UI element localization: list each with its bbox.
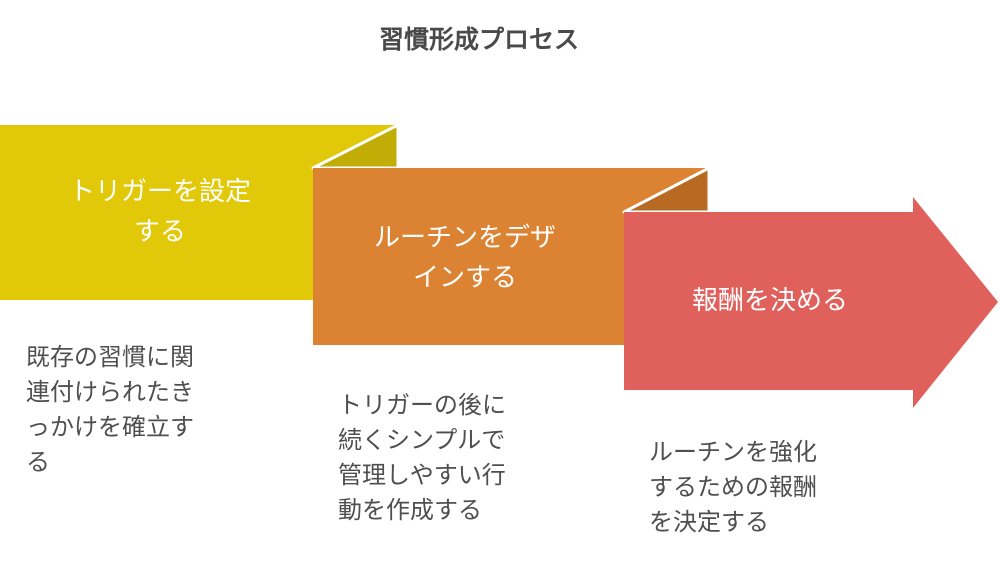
step-3-label: 報酬を決める	[691, 286, 848, 316]
step-2-description: トリガーの後に 続くシンプルで 管理しやすい行 動を作成する	[338, 391, 506, 524]
step-3-arrow	[624, 197, 998, 408]
diagram-title: 習慣形成プロセス	[378, 25, 579, 54]
step-1-description: 既存の習慣に関 連付けられたき っかけを確立す る	[26, 343, 194, 476]
step-2-label: ルーチンをデザ インする	[373, 223, 556, 293]
step-1-label: トリガーを設定 する	[68, 177, 251, 247]
step-2-shape	[313, 168, 709, 345]
step-1-shape	[0, 125, 398, 300]
step-3-description: ルーチンを強化 するための報酬 を決定する	[649, 438, 817, 536]
